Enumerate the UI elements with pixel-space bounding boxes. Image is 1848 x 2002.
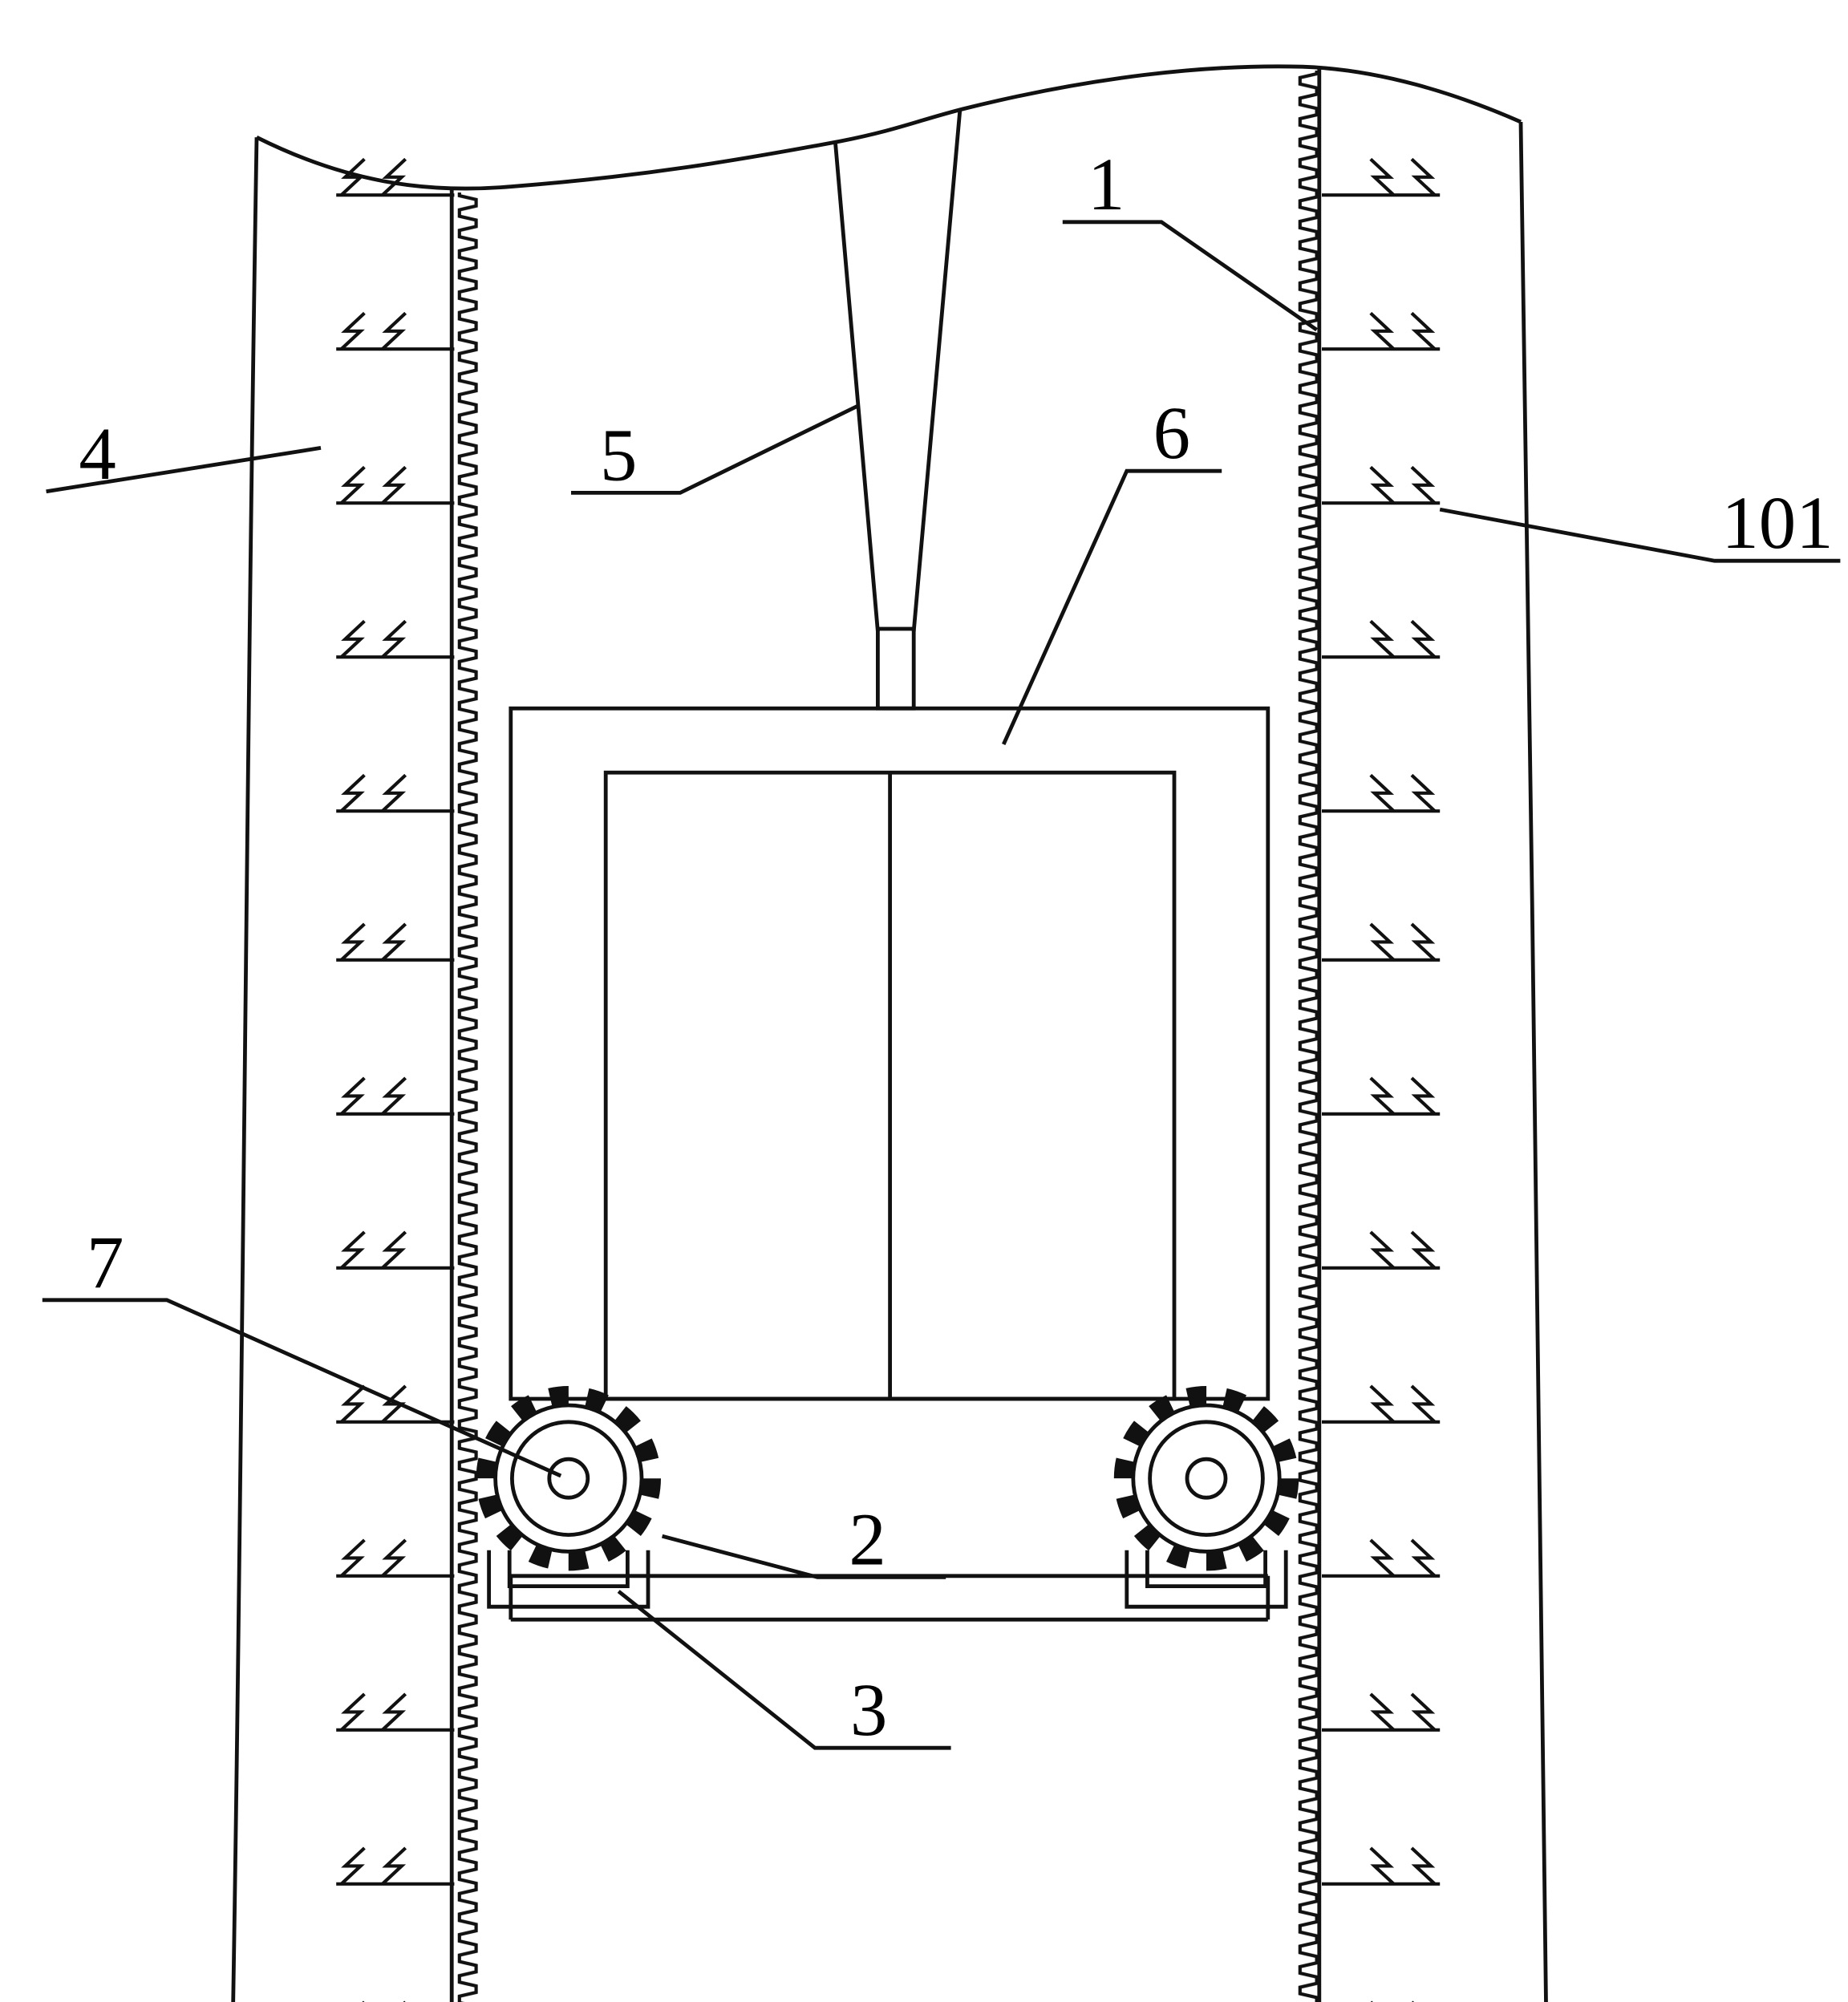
ref-label-101: 101 <box>1721 482 1833 565</box>
left-bracket <box>487 1550 650 1609</box>
right-gear-root-circle <box>1131 1403 1282 1554</box>
leader-line-7 <box>42 1298 562 1478</box>
right-rack-teeth <box>1296 71 1322 2002</box>
left-gear-teeth <box>476 1386 662 1571</box>
left-barb-icon <box>336 467 454 503</box>
ref-label-5: 5 <box>600 414 637 496</box>
left-rack <box>449 189 480 2002</box>
leader-line-3 <box>617 1590 951 1750</box>
right-barb-icon <box>1322 1232 1440 1268</box>
leader-line-5 <box>571 403 860 495</box>
elevator-car <box>509 706 1270 1401</box>
leader-line-4 <box>46 446 322 494</box>
left-barb-icon <box>336 1848 454 1884</box>
right-barb-icon <box>1322 1386 1440 1422</box>
left-rack-teeth <box>454 192 480 2002</box>
leader-line-1 <box>1062 220 1318 332</box>
left-barb-icon <box>336 1694 454 1730</box>
right-rack <box>1296 67 1322 2002</box>
reference-numerals: 1 5 6 4 101 7 2 3 <box>79 144 1833 1752</box>
right-gear-rim-circle <box>1148 1420 1265 1537</box>
ref-label-7: 7 <box>87 1222 124 1304</box>
leader-line-2 <box>661 1534 946 1579</box>
right-pinion-gear <box>1113 1386 1299 1571</box>
left-barb-icon <box>336 775 454 811</box>
right-barb-icon <box>1322 1694 1440 1730</box>
right-bracket-inner <box>1145 1550 1267 1588</box>
right-bracket-outer <box>1125 1550 1288 1609</box>
cable-connector <box>876 626 916 711</box>
leader-lines <box>42 220 1841 1750</box>
ref-label-6: 6 <box>1153 392 1190 475</box>
left-barb-icon <box>336 313 454 349</box>
right-barb-icon <box>1322 1540 1440 1576</box>
left-gear-hub <box>547 1457 590 1500</box>
right-barb-icon <box>1322 1078 1440 1114</box>
left-barb-icon <box>336 1540 454 1576</box>
cable-left-line <box>833 143 880 632</box>
right-wall-barbs <box>1322 159 1440 2002</box>
right-barb-icon <box>1322 159 1440 195</box>
ref-label-4: 4 <box>79 413 116 496</box>
left-wall-barbs <box>336 159 454 2002</box>
hoist-cable <box>833 110 962 711</box>
right-barb-icon <box>1322 1848 1440 1884</box>
left-barb-icon <box>336 159 454 195</box>
left-barb-icon <box>336 1078 454 1114</box>
right-gear-teeth <box>1113 1386 1299 1571</box>
left-barb-icon <box>336 621 454 657</box>
left-barb-icon <box>336 1232 454 1268</box>
left-barb-icon <box>336 924 454 960</box>
left-gear-root-circle <box>493 1403 644 1554</box>
right-wall-outer-edge <box>1518 121 1547 2002</box>
left-wall-outer-edge <box>231 137 259 2002</box>
left-pinion-gear <box>476 1386 662 1571</box>
ref-label-1: 1 <box>1088 144 1125 226</box>
right-barb-icon <box>1322 313 1440 349</box>
right-barb-icon <box>1322 467 1440 503</box>
right-bracket <box>1125 1550 1288 1609</box>
left-gear-rim-circle <box>510 1420 627 1537</box>
top-break-line <box>255 64 1522 191</box>
shaft-outline <box>231 64 1547 2002</box>
leader-line-6 <box>1002 468 1222 745</box>
right-gear-hub <box>1185 1457 1228 1500</box>
left-bracket-outer <box>487 1550 650 1609</box>
cable-right-line <box>911 110 962 632</box>
leader-line-101 <box>1439 507 1841 563</box>
right-barb-icon <box>1322 924 1440 960</box>
left-bracket-inner <box>507 1550 630 1588</box>
right-barb-icon <box>1322 621 1440 657</box>
ref-label-3: 3 <box>850 1669 887 1752</box>
right-barb-icon <box>1322 775 1440 811</box>
ref-label-2: 2 <box>849 1498 886 1581</box>
